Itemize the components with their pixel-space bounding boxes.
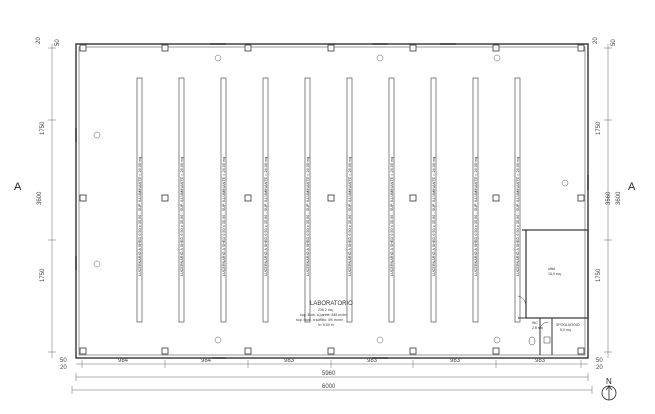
inner-total-dim: 5960	[322, 371, 336, 377]
skylight-label: LUCERNARIO A SHED 0.50 x 35.00 - SUP. IL…	[180, 157, 184, 276]
wall-window-markers	[75, 43, 589, 359]
left-dimension-line	[48, 44, 56, 358]
wc-fixtures	[528, 336, 551, 346]
office-block	[517, 229, 589, 355]
skylight-label: LUCERNARIO A SHED 0.50 x 35.00 - SUP. IL…	[348, 157, 352, 276]
wc-room-name: WC	[532, 321, 538, 325]
skylight-label: LUCERNARIO A SHED 0.50 x 35.00 - SUP. IL…	[390, 157, 394, 276]
bottom-dimension-lines	[71, 360, 593, 394]
skylight-label: LUCERNARIO A SHED 0.50 x 35.00 - SUP. IL…	[138, 157, 142, 276]
skylight-label: LUCERNARIO A SHED 0.50 x 35.00 - SUP. IL…	[264, 157, 268, 276]
main-room-line-2: sup. illum. a parete: 845 m²/m²	[300, 313, 348, 317]
skylight-label: LUCERNARIO A SHED 0.50 x 35.00 - SUP. IL…	[306, 157, 310, 276]
left-dim-middle: 3600	[37, 191, 43, 205]
bay-dim-5: 983	[450, 358, 461, 364]
skylight-labels: LUCERNARIO A SHED 0.50 x 35.00 - SUP. IL…	[138, 157, 520, 276]
top-dim-right-50: 50	[611, 39, 617, 46]
office-room-name: uffici	[548, 267, 555, 271]
bottom-offset-right-20: 20	[596, 365, 603, 371]
bay-dim-3: 983	[284, 358, 295, 364]
main-room-line-1: 235,2 mq	[318, 308, 333, 312]
right-dimension-line	[604, 44, 612, 358]
skylight-label: LUCERNARIO A SHED 0.50 x 35.00 - SUP. IL…	[516, 157, 520, 276]
left-dim-bottom: 1750	[40, 268, 46, 282]
north-arrow-icon	[601, 385, 617, 401]
top-dim-left-50: 50	[55, 39, 61, 46]
locker-room-name: SPOGLIATOIO	[556, 323, 580, 327]
bay-dim-6: 983	[535, 358, 546, 364]
main-room-name: LABORATORIO	[310, 301, 353, 307]
bay-dim-2: 984	[201, 358, 212, 364]
bay-dim-4: 983	[367, 358, 378, 364]
left-dim-top: 1750	[40, 121, 46, 135]
bottom-offset-left-20: 20	[60, 365, 67, 371]
bottom-offset-left-50: 50	[60, 358, 67, 364]
north-arrow-label: N	[606, 377, 612, 386]
skylight-label: LUCERNARIO A SHED 0.50 x 35.00 - SUP. IL…	[222, 157, 226, 276]
bay-dim-1: 984	[118, 358, 129, 364]
skylight-strips	[136, 77, 521, 323]
right-dim-top: 1750	[596, 121, 602, 135]
main-room-line-4: h= 5,00 m	[318, 323, 334, 327]
locker-room-area: 5,0 mq	[560, 328, 571, 332]
overall-total-dim: 6000	[322, 384, 336, 390]
top-dim-left-20: 20	[36, 37, 42, 44]
top-dim-right-20: 20	[593, 37, 599, 44]
office-room-area: 16,0 mq	[548, 272, 561, 276]
section-marker-left: A	[14, 181, 22, 193]
section-marker-right: A	[628, 181, 636, 193]
skylight-label: LUCERNARIO A SHED 0.50 x 35.00 - SUP. IL…	[432, 157, 436, 276]
bottom-offset-right-50: 50	[596, 358, 603, 364]
right-dim-inner: 3560	[606, 191, 612, 205]
main-room-line-3: sup. illum. a soffitto: 4% m²/m²	[296, 318, 344, 322]
structural-columns	[79, 44, 585, 355]
right-dim-outer: 3600	[616, 191, 622, 205]
wc-room-area: 2,5 mq	[532, 326, 543, 330]
right-dim-bottom: 1750	[596, 268, 602, 282]
skylight-label: LUCERNARIO A SHED 0.50 x 35.00 - SUP. IL…	[474, 157, 478, 276]
